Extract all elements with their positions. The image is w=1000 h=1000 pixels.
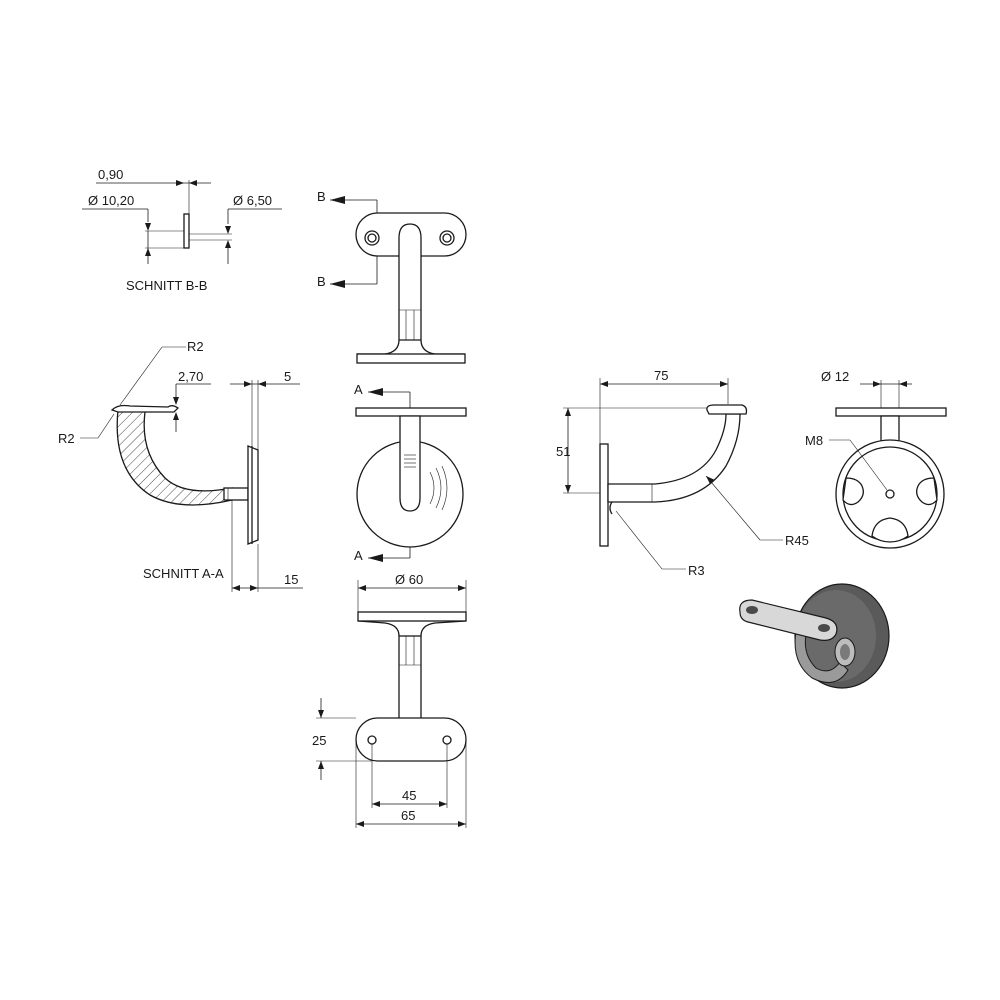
dim-label-5: 5 [284,369,291,384]
front-view-shaft [399,415,421,512]
end-view-slot-bottom [871,517,909,543]
bottom-view: Ø 60 25 45 65 [312,572,467,828]
dim-label-25: 25 [312,733,326,748]
side-view-saddle [706,404,748,415]
washer-profile [183,213,190,249]
radius-label-r3: R3 [688,563,705,578]
end-view-slot-right [916,477,938,506]
bottom-view-wall-plate [357,611,467,622]
section-marker-b-top: B [317,189,326,204]
front-view-saddle [355,407,467,417]
section-aa-title: SCHNITT A-A [143,566,224,581]
dim-label-diameter-650: Ø 6,50 [233,193,272,208]
dim-label-090: 0,90 [98,167,123,182]
dim-label-51: 51 [556,444,570,459]
bottom-view-shaft [398,635,422,721]
section-aa-view: R2 R2 2,70 5 15 SCHNITT A-A [58,339,303,592]
section-aa-arm [116,409,233,506]
top-view: B B [317,189,467,364]
top-view-shaft [398,223,422,341]
section-aa-wall-plate [247,445,259,545]
top-view-wall-plate [356,353,466,364]
side-view: 75 51 R45 R3 [556,368,809,578]
end-view-slot-left [842,477,864,506]
radius-label-left: R2 [58,431,75,446]
dim-label-65: 65 [401,808,415,823]
end-view-m8-thread [885,489,895,499]
dim-label-270: 2,70 [178,369,203,384]
radius-label-top: R2 [187,339,204,354]
section-aa-saddle [110,404,180,413]
section-marker-a-bottom: A [354,548,363,563]
front-view: A A [354,382,467,563]
dim-label-diameter-12: Ø 12 [821,369,849,384]
end-view: Ø 12 M8 [805,369,947,549]
thread-label-m8: M8 [805,433,823,448]
end-view-saddle [835,407,947,417]
side-view-arm [607,413,741,503]
isometric-render [739,583,890,689]
dim-label-diameter-60: Ø 60 [395,572,423,587]
dim-label-45: 45 [402,788,416,803]
bottom-view-saddle-plate [355,717,467,762]
side-view-wall-plate [599,443,609,547]
section-marker-b-bottom: B [317,274,326,289]
section-bb-title: SCHNITT B-B [126,278,207,293]
end-view-round-plate [835,439,945,549]
section-bb-detail: 0,90 Ø 10,20 Ø 6,50 SCHNITT B-B [82,167,282,293]
radius-label-r45: R45 [785,533,809,548]
dim-label-15: 15 [284,572,298,587]
dim-label-75: 75 [654,368,668,383]
iso-saddle-plate [739,599,838,641]
section-aa-stud [223,487,249,501]
dim-label-diameter-1020: Ø 10,20 [88,193,134,208]
section-marker-a-top: A [354,382,363,397]
